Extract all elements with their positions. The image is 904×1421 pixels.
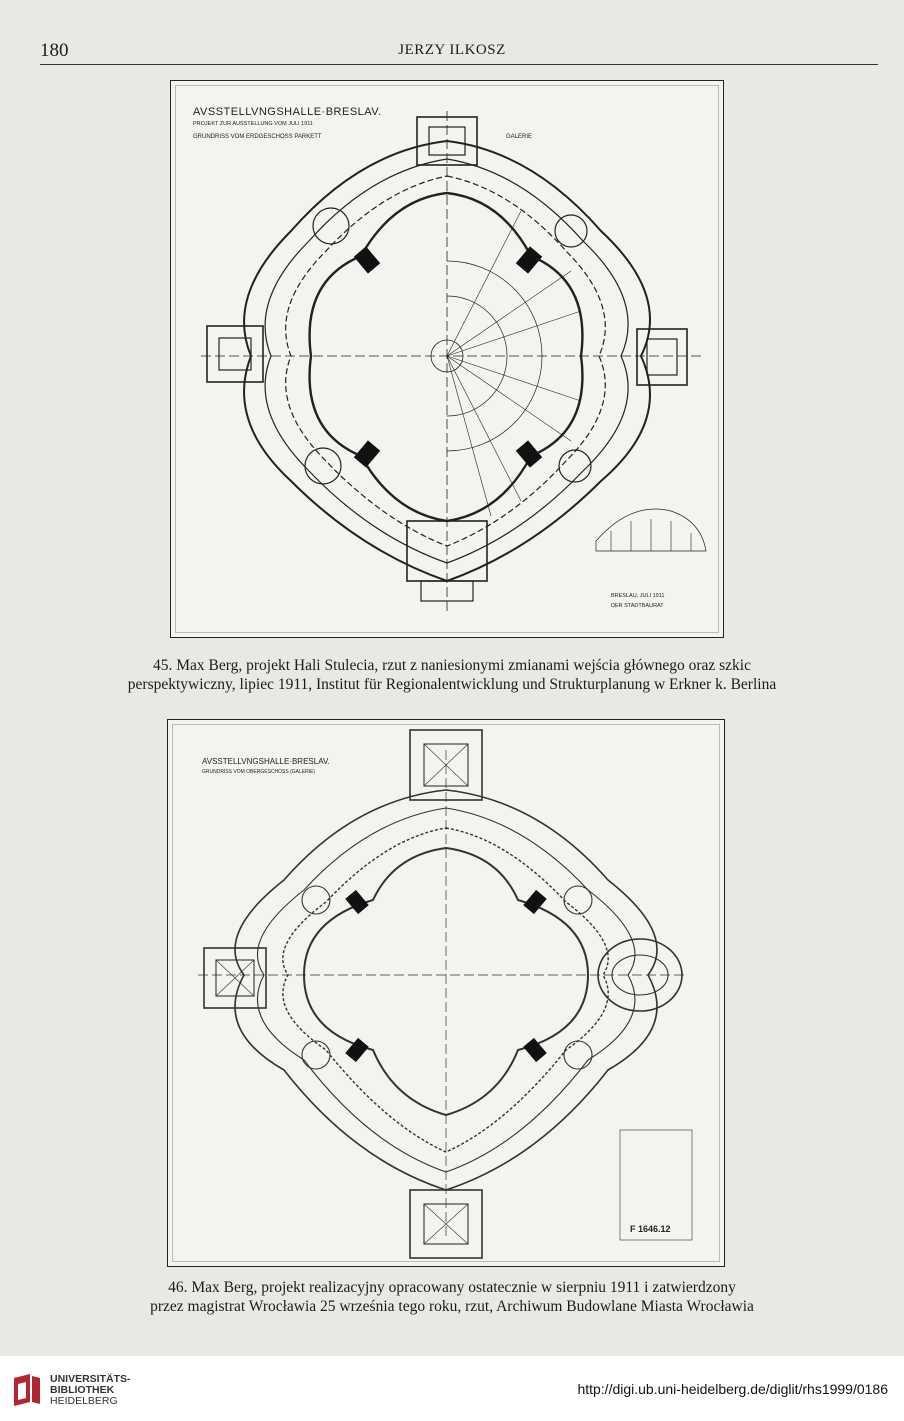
gallery-floor-plan-drawing: AVSSTELLVNGSHALLE·BRESLAV. GRUNDRISS VOM… (198, 729, 693, 1259)
source-url-link[interactable]: http://digi.ub.uni-heidelberg.de/diglit/… (577, 1381, 888, 1397)
figure-46-plan-image: AVSSTELLVNGSHALLE·BRESLAV. GRUNDRISS VOM… (167, 719, 725, 1267)
drawing-label-left: GRUNDRISS VOM ERDGESCHOSS PARKETT (193, 134, 322, 140)
figure-45-caption: 45. Max Berg, projekt Hali Stulecia, rzu… (60, 656, 844, 694)
drawing-stamp-number: F 1646.12 (630, 1224, 671, 1234)
drawing-subtitle: PROJEKT ZUR AUSSTELLUNG VOM JULI 1911 (193, 121, 313, 127)
drawing-label-right: GALERIE (506, 134, 532, 140)
library-line-1: UNIVERSITÄTS- (50, 1373, 131, 1385)
library-line-3: HEIDELBERG (50, 1395, 118, 1407)
caption-46-line-2: przez magistrat Wrocławia 25 września te… (150, 1298, 754, 1315)
caption-45-line-1: 45. Max Berg, projekt Hali Stulecia, rzu… (152, 657, 751, 674)
footer-bar: UNIVERSITÄTS- BIBLIOTHEK HEIDELBERG http… (0, 1356, 904, 1421)
running-title: JERZY ILKOSZ (398, 42, 506, 58)
caption-45-line-2: perspektywiczny, lipiec 1911, Institut f… (127, 676, 777, 693)
figure-45-plan-image: AVSSTELLVNGSHALLE·BRESLAV. PROJEKT ZUR A… (170, 80, 724, 638)
library-line-2: BIBLIOTHEK (50, 1384, 115, 1396)
figure-46-caption: 46. Max Berg, projekt realizacyjny oprac… (60, 1278, 844, 1316)
page-number: 180 (40, 40, 69, 61)
drawing-title: AVSSTELLVNGSHALLE·BRESLAV. (202, 757, 330, 766)
library-logo-icon (10, 1372, 44, 1408)
caption-46-line-1: 46. Max Berg, projekt realizacyjny oprac… (168, 1279, 736, 1296)
drawing-title: AVSSTELLVNGSHALLE·BRESLAV. (193, 106, 382, 118)
drawing-subtitle: GRUNDRISS VOM OBERGESCHOSS (GALERIE) (202, 769, 315, 775)
header-rule (40, 64, 878, 65)
ground-floor-plan-drawing: AVSSTELLVNGSHALLE·BRESLAV. PROJEKT ZUR A… (193, 106, 707, 611)
drawing-date: BRESLAU, JULI 1911 (611, 593, 664, 599)
library-name: UNIVERSITÄTS- BIBLIOTHEK HEIDELBERG (50, 1374, 131, 1407)
drawing-office: DER STADTBAURAT (611, 603, 664, 609)
